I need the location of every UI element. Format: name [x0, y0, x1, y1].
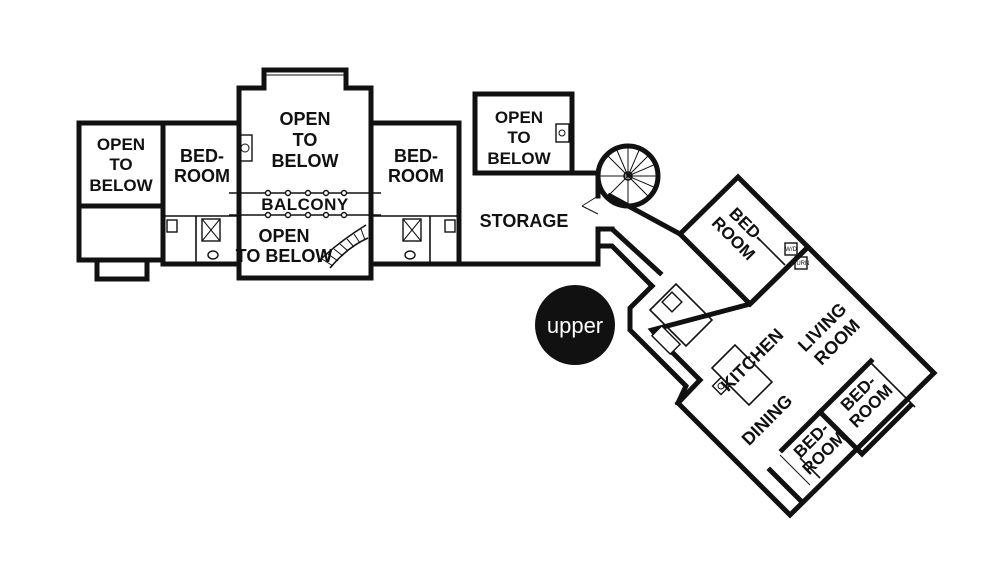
sink-icon — [166, 219, 178, 233]
label-living-room: LIVING ROOM — [794, 299, 864, 369]
label-dining: DINING — [738, 391, 797, 450]
stove-icon — [711, 376, 731, 396]
label-balcony: BALCONY — [261, 195, 349, 214]
room-labels: OPEN TO BELOW BED- ROOM OPEN TO BELOW BA… — [89, 108, 896, 478]
balcony-posts — [264, 189, 348, 219]
svg-text:TO: TO — [293, 130, 318, 150]
wall-kitchen-side — [627, 282, 690, 407]
shower-icon — [661, 291, 683, 313]
label-bedroom-2: BED- ROOM — [388, 146, 444, 186]
wall-corridor-lower — [595, 243, 656, 290]
wall-storage — [456, 120, 615, 267]
wall-open-to-below-center — [236, 67, 374, 198]
svg-text:OPEN: OPEN — [279, 109, 330, 129]
label-open-to-below-2: OPEN TO BELOW — [272, 109, 339, 171]
svg-text:ROOM: ROOM — [388, 166, 444, 186]
svg-text:OPEN: OPEN — [97, 135, 145, 154]
svg-text:BED-: BED- — [180, 146, 224, 166]
sink-icon — [444, 219, 456, 233]
appliance-label: FURN — [793, 261, 810, 267]
svg-text:TO BELOW: TO BELOW — [236, 246, 333, 266]
label-open-to-below-1: OPEN TO BELOW — [89, 135, 153, 195]
badge-label: upper — [547, 313, 603, 338]
wall-bedroom-4b — [816, 402, 914, 458]
label-bedroom-3: BED- ROOM — [708, 204, 768, 264]
closet-line — [799, 457, 821, 479]
kitchen-island — [710, 343, 774, 407]
level-badge: upper — [535, 285, 615, 365]
label-open-to-below-3: OPEN TO BELOW — [236, 226, 333, 266]
svg-text:BELOW: BELOW — [89, 176, 153, 195]
svg-text:OPEN: OPEN — [258, 226, 309, 246]
label-open-to-below-4: OPEN TO BELOW — [487, 108, 551, 168]
svg-text:TO: TO — [109, 155, 132, 174]
svg-text:OPEN: OPEN — [495, 108, 543, 127]
svg-text:BELOW: BELOW — [487, 149, 551, 168]
toilet-icon — [207, 250, 219, 260]
label-storage: STORAGE — [480, 211, 569, 231]
svg-text:BELOW: BELOW — [272, 151, 339, 171]
door-swing — [581, 195, 599, 215]
wall-bedroom-5b — [766, 466, 804, 504]
badge-circle — [535, 285, 615, 365]
svg-text:BED-: BED- — [394, 146, 438, 166]
washer-icon — [784, 242, 798, 256]
tub-icon — [650, 324, 682, 356]
curved-stair-icon — [317, 224, 369, 269]
toilet-icon — [404, 250, 416, 260]
middle-section — [456, 91, 661, 267]
wall-bedroom-2 — [368, 120, 462, 267]
svg-text:KITCHEN: KITCHEN — [717, 325, 788, 396]
fireplace-icon — [555, 123, 570, 143]
wall-corridor-upper — [595, 226, 664, 277]
wall-bedroom-5 — [778, 408, 824, 454]
appliance-label: W/D — [785, 247, 797, 253]
label-bedroom-1: BED- ROOM — [174, 146, 230, 186]
right-wing: W/D FURN — [595, 173, 938, 519]
wall-bedroom-4 — [816, 357, 875, 416]
wall-main-block — [647, 243, 938, 519]
svg-text:TO: TO — [507, 128, 530, 147]
wall-corridor-top — [606, 192, 684, 238]
wall-bay — [94, 257, 150, 282]
svg-text:ROOM: ROOM — [174, 166, 230, 186]
closet-line — [869, 361, 916, 408]
wall-bedroom-1 — [160, 120, 242, 267]
label-kitchen: KITCHEN — [717, 325, 788, 396]
bath-wall-3 — [648, 282, 714, 348]
svg-text:DINING: DINING — [738, 391, 797, 450]
left-wing — [76, 67, 462, 282]
